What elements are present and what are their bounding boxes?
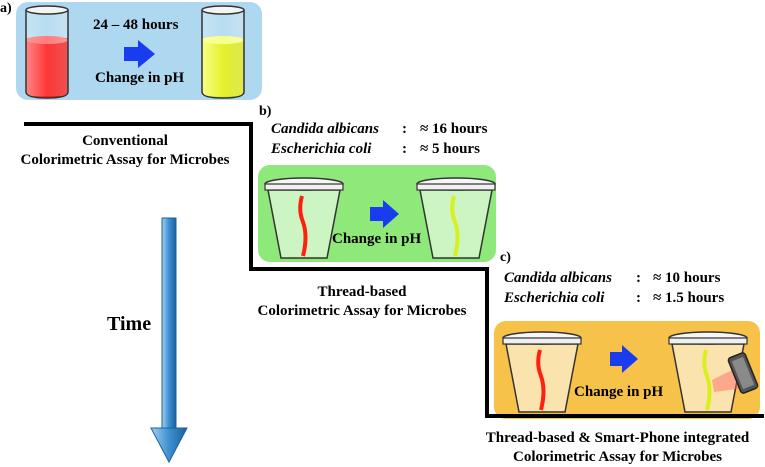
panel-b-time-2: ≈ 5 hours [420, 141, 480, 157]
panel-a-duration: 24 – 48 hours [93, 17, 179, 33]
conventional-caption: Conventional Colorimetric Assay for Micr… [0, 132, 250, 170]
panel-b-colon-1: : [402, 121, 407, 137]
arrow-right-icon-b [370, 200, 399, 228]
conventional-line2: Colorimetric Assay for Microbes [20, 152, 230, 168]
panel-c-label: c) [500, 250, 511, 265]
panel-b-organism-2: Escherichia coli [271, 141, 372, 157]
time-arrow-icon [150, 217, 188, 464]
cup-yellow-thread-icon-c [668, 331, 748, 413]
conventional-line1: Conventional [82, 133, 168, 149]
panel-c-time-2: ≈ 1.5 hours [653, 290, 725, 306]
panel-c-time-1: ≈ 10 hours [653, 270, 721, 286]
yellow-cylinder-icon [201, 5, 245, 99]
panel-b-organism-1: Candida albicans [271, 121, 379, 137]
arrow-right-icon-a [124, 40, 155, 68]
red-cylinder-icon [25, 5, 69, 99]
panel-c-organism-2: Escherichia coli [504, 290, 605, 306]
thread-caption: Thread-based Colorimetric Assay for Micr… [234, 283, 490, 321]
panel-c-colon-1: : [636, 270, 641, 286]
arrow-right-icon-c [610, 345, 638, 373]
panel-c-change-label: Change in pH [574, 384, 664, 400]
panel-a-change-label: Change in pH [95, 70, 185, 86]
smartphone-line2: Colorimetric Assay for Microbes [513, 449, 722, 465]
panel-c-colon-2: : [636, 290, 641, 306]
smartphone-icon [727, 352, 759, 394]
thread-line2: Colorimetric Assay for Microbes [257, 303, 467, 319]
cup-yellow-thread-icon [416, 177, 496, 259]
panel-b-time-1: ≈ 16 hours [420, 121, 488, 137]
smartphone-caption: Thread-based & Smart-Phone integrated Co… [470, 429, 765, 467]
panel-b-change-label: Change in pH [332, 231, 422, 247]
cup-red-thread-icon-c [502, 331, 582, 413]
panel-c-organism-1: Candida albicans [504, 270, 612, 286]
panel-b-colon-2: : [402, 141, 407, 157]
cup-red-thread-icon [264, 177, 344, 259]
panel-a-label: a) [0, 1, 12, 16]
timeline-step-line [24, 122, 764, 418]
thread-line1: Thread-based [317, 284, 407, 300]
panel-b-label: b) [259, 104, 272, 119]
smartphone-line1: Thread-based & Smart-Phone integrated [485, 430, 750, 446]
time-label: Time [107, 313, 152, 335]
